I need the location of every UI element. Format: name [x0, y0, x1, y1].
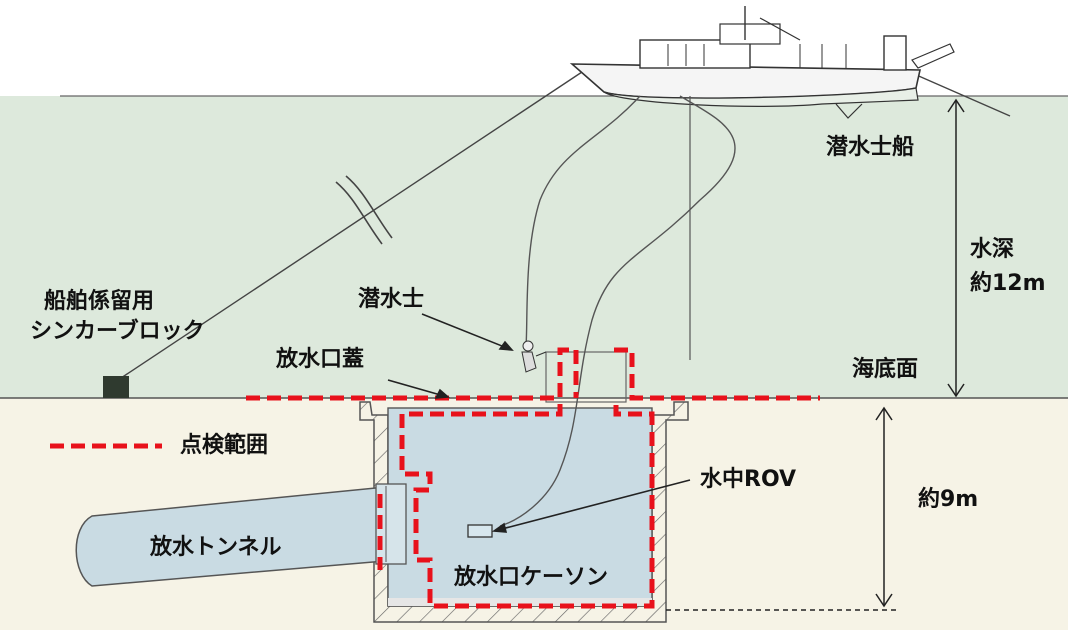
sinker-block [103, 376, 129, 398]
rov-icon [467, 524, 493, 538]
label-seabed: 海底面 [852, 357, 919, 382]
vessel-icon [569, 6, 955, 119]
label-outlet-caisson: 放水口ケーソン [454, 565, 609, 590]
mooring-rope [111, 69, 586, 385]
water-depth-dimension [947, 98, 965, 398]
outlet-shaft [545, 351, 627, 403]
diver-hose [525, 95, 641, 347]
label-rov: 水中ROV [700, 467, 797, 492]
rov-cable [499, 95, 736, 527]
label-water-depth-2: 約12m [970, 271, 1046, 296]
label-diver: 潜水士 [358, 287, 425, 312]
label-water-depth-1: 水深 [970, 237, 1015, 262]
sea-water [0, 96, 1068, 398]
label-caisson-depth: 約9m [918, 487, 979, 512]
label-outlet-cover: 放水口蓋 [276, 347, 365, 372]
label-inspection-range: 点検範囲 [180, 433, 269, 458]
label-discharge-tunnel: 放水トンネル [150, 535, 282, 560]
pointer-arrows [387, 313, 691, 533]
inspection-range-outline [246, 347, 820, 609]
label-diver-boat: 潜水士船 [826, 135, 915, 160]
caisson-depth-dimension [666, 406, 896, 611]
label-mooring-1: 船舶係留用 [44, 289, 155, 314]
rope-break-mark [335, 175, 393, 245]
label-mooring-2: シンカーブロック [30, 319, 205, 344]
diver-icon [521, 340, 547, 373]
mooring-rope-right [904, 69, 1011, 117]
